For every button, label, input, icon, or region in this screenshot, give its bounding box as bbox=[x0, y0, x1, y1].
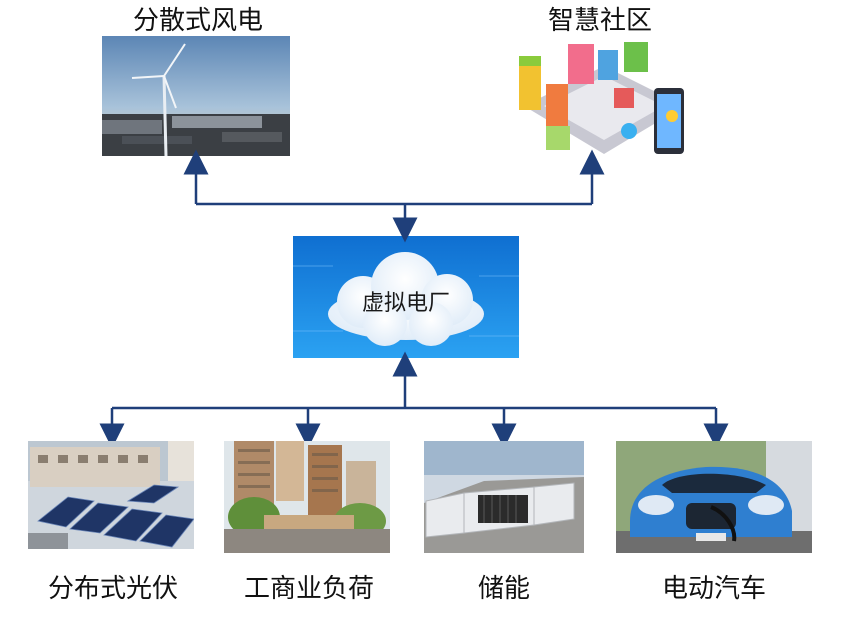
smart-community-label: 智慧社区 bbox=[547, 6, 652, 36]
cloud-panel bbox=[293, 236, 519, 358]
solar-panel-photo bbox=[28, 441, 194, 549]
energy-storage-label: 储能 bbox=[477, 574, 530, 604]
wind-turbine-photo bbox=[102, 36, 290, 156]
electric-vehicle-label: 电动汽车 bbox=[661, 574, 766, 604]
smart-city-illustration bbox=[514, 36, 686, 158]
commercial-load-label: 工商业负荷 bbox=[243, 574, 374, 604]
cloud-icon bbox=[328, 252, 484, 346]
distributed-pv-label: 分布式光伏 bbox=[47, 574, 178, 604]
electric-car-photo bbox=[616, 441, 812, 553]
energy-storage-photo bbox=[424, 441, 584, 553]
wind-power-label: 分散式风电 bbox=[132, 6, 263, 36]
virtual-power-plant-label: 虚拟电厂 bbox=[362, 291, 451, 316]
commercial-building-photo bbox=[224, 441, 390, 553]
